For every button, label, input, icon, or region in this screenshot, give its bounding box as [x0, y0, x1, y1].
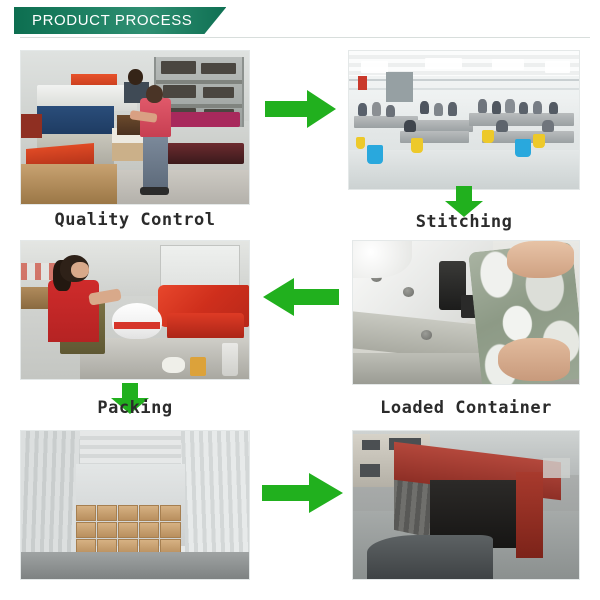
photo-sewing-machine	[352, 240, 580, 385]
arrow-stitching-down	[444, 186, 484, 218]
sewing-machine-image	[353, 241, 579, 384]
photo-packing	[20, 240, 250, 380]
photo-container-interior	[20, 430, 250, 580]
page-title: PRODUCT PROCESS	[32, 12, 193, 29]
label-packing: Packing	[97, 398, 173, 418]
photo-container-exterior	[352, 430, 580, 580]
page-header: PRODUCT PROCESS	[0, 0, 600, 44]
arrow-packing-down	[110, 383, 150, 415]
container-interior-image	[21, 431, 249, 579]
arrow-container-to-loaded	[262, 470, 344, 516]
photo-stitching	[348, 50, 580, 190]
section-banner: PRODUCT PROCESS	[14, 7, 226, 34]
label-loaded-container: Loaded Container	[380, 398, 552, 418]
header-divider	[20, 37, 590, 38]
container-exterior-image	[353, 431, 579, 579]
packing-image	[21, 241, 249, 379]
stitching-image	[349, 51, 579, 189]
label-quality-control: Quality Control	[54, 210, 216, 230]
photo-quality-control	[20, 50, 250, 205]
arrow-qc-to-stitching	[265, 88, 337, 130]
label-stitching: Stitching	[415, 212, 513, 232]
arrow-sewing-to-packing	[262, 275, 340, 319]
quality-control-image	[21, 51, 249, 204]
carton-stack	[75, 505, 181, 556]
